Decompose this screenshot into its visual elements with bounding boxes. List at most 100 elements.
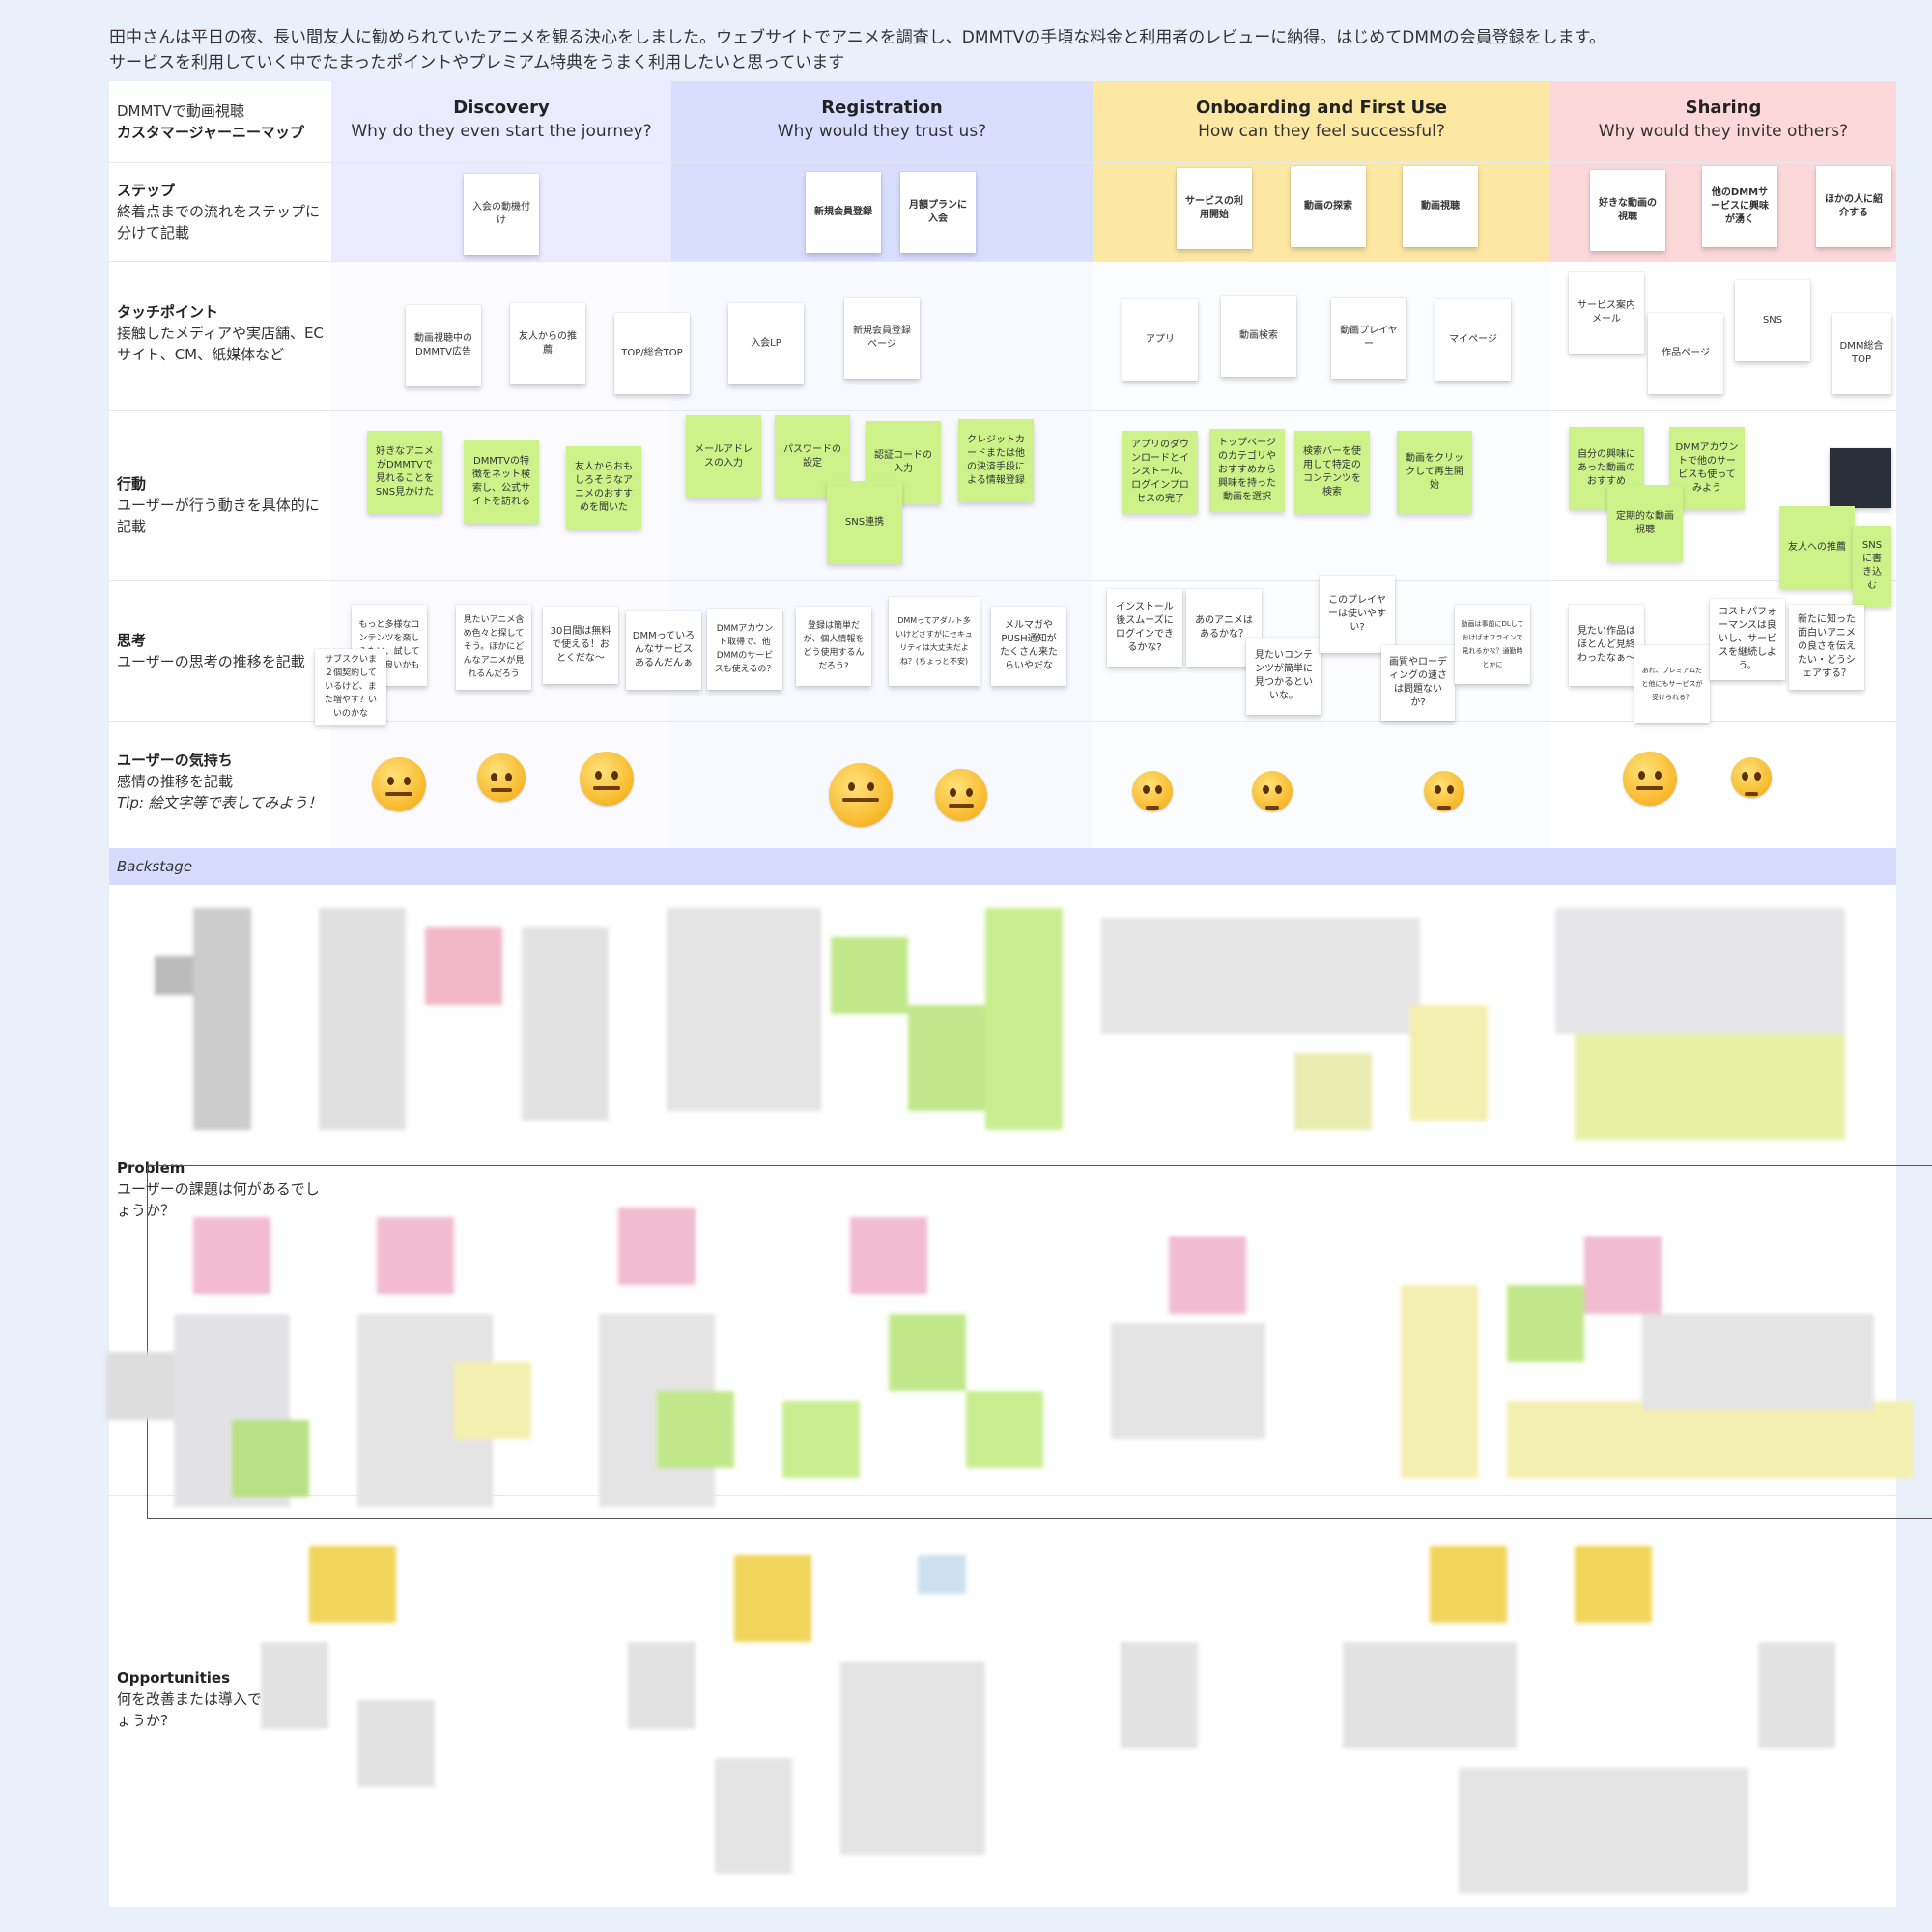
thought-note[interactable]: インストール後スムーズにログインできるかな?	[1107, 589, 1182, 667]
touchpoint-note[interactable]: 作品ページ	[1648, 313, 1723, 394]
touchpoint-note[interactable]: TOP/総合TOP	[614, 313, 690, 394]
thought-note[interactable]: 画質やローディングの速さは問題ないか?	[1381, 645, 1455, 721]
thought-note[interactable]: 見たいコンテンツが簡単に見つかるといいな。	[1246, 638, 1321, 715]
touchpoint-note[interactable]: 新規会員登録ページ	[844, 298, 920, 379]
row-label-touchpoint: タッチポイント 接触したメディアや実店舗、ECサイト、CM、紙媒体など	[117, 303, 324, 363]
phase-subtitle: How can they feel successful?	[1198, 122, 1445, 141]
row-separator	[109, 410, 1896, 411]
action-note[interactable]: 友人からおもしろそうなアニメのおすすめを聞いた	[566, 446, 641, 529]
touchpoint-note[interactable]: 入会LP	[728, 303, 804, 384]
row-separator	[109, 162, 1896, 163]
touchpoint-note[interactable]: SNS	[1735, 280, 1810, 361]
thought-note[interactable]: 見たい作品はほとんど見終わったなぁ〜	[1569, 605, 1644, 686]
thought-note[interactable]: 見たいアニメ含め色々と探してそう。ほかにどんなアニメが見れるんだろう	[456, 605, 531, 690]
band-registration	[671, 81, 1093, 261]
row-separator	[109, 721, 1896, 722]
row-label-feeling: ユーザーの気持ち 感情の推移を記載 Tip: 絵文字等で表してみよう！	[117, 752, 323, 811]
thought-note[interactable]: DMMアカウント取得で、他DMMのサービスも使えるの？	[707, 609, 782, 690]
problem-frame	[147, 1165, 1932, 1519]
phase-subtitle: Why would they trust us?	[777, 122, 987, 141]
feeling-emoji-monocle	[372, 757, 426, 811]
action-note[interactable]: クレジットカードまたは他の決済手段による情報登録	[958, 419, 1034, 502]
row-separator	[109, 580, 1896, 581]
action-note[interactable]: 友人への推薦	[1779, 506, 1855, 589]
step-note[interactable]: 月額プランに入会	[900, 172, 976, 253]
action-note[interactable]: SNSに書き込む	[1853, 526, 1891, 607]
action-note[interactable]: 定期的な動画視聴	[1607, 485, 1683, 562]
intro-line-2: サービスを利用していく中でたまったポイントやプレミアム特典をうまく利用したいと思…	[109, 53, 845, 72]
feeling-emoji-monocle	[1731, 757, 1772, 798]
touchpoint-note[interactable]: サービス案内メール	[1569, 272, 1644, 354]
thought-note[interactable]: DMMってアダルト多いけどさすがにセキュリティは大丈夫だよね？(ちょっと不安)	[889, 597, 980, 686]
touchpoint-note[interactable]: 動画検索	[1221, 296, 1296, 377]
thought-note[interactable]: 30日間は無料で使える！おとくだな〜	[543, 607, 618, 684]
thought-note[interactable]: サブスクいま２個契約しているけど、また増やす？いいのかな	[315, 649, 386, 724]
touchpoint-note[interactable]: アプリ	[1122, 299, 1198, 381]
phase-onboarding: Onboarding and First Use How can they fe…	[1093, 81, 1550, 261]
row-label-problem: Problem ユーザーの課題は何があるでしょうか？	[117, 1159, 320, 1219]
feeling-emoji-neutral	[1132, 771, 1173, 811]
step-note[interactable]: 新規会員登録	[806, 172, 881, 253]
step-note[interactable]: サービスの利用開始	[1177, 168, 1252, 249]
phase-sharing: Sharing Why would they invite others?	[1550, 81, 1896, 261]
map-title: DMMTVで動画視聴 カスタマージャーニーマップ	[117, 100, 325, 143]
feeling-emoji-halo	[935, 769, 987, 821]
map-title-line-2: カスタマージャーニーマップ	[117, 124, 304, 141]
thought-note[interactable]: このプレイヤーは使いやすい?	[1320, 576, 1395, 653]
action-note[interactable]: メールアドレスの入力	[686, 415, 761, 498]
thought-note[interactable]: あのアニメはあるかな？	[1186, 589, 1262, 667]
action-note[interactable]: 好きなアニメがDMMTVで見れることをSNS見かけた	[367, 431, 442, 514]
thought-note[interactable]: メルマガやPUSH通知がたくさん来たらいやだな	[991, 607, 1066, 686]
action-note[interactable]: SNS連携	[827, 481, 902, 564]
map-title-line-1: DMMTVで動画視聴	[117, 102, 244, 120]
touchpoint-note[interactable]: 動画視聴中のDMMTV広告	[406, 305, 481, 386]
action-note[interactable]: アプリのダウンロードとインストール、ログインプロセスの完了	[1122, 431, 1198, 514]
phase-title: Sharing	[1685, 98, 1762, 118]
screenshot-thumbnail	[1830, 448, 1891, 508]
phase-title: Registration	[821, 98, 943, 118]
row-label-thought: 思考 ユーザーの思考の推移を記載	[117, 632, 305, 670]
phase-discovery: Discovery Why do they even start the jou…	[331, 81, 671, 261]
thought-note[interactable]: 登録は簡単だが、個人情報をどう使用するんだろう?	[796, 607, 871, 686]
feeling-emoji-raised-eyebrow	[829, 763, 893, 827]
feeling-emoji-exploding-head	[580, 752, 634, 806]
intro-line-1: 田中さんは平日の夜、長い間友人に勧められていたアニメを観る決心をしました。ウェブ…	[109, 28, 1605, 47]
thought-note[interactable]: 動画は事前にDLしておけばオフラインで見れるかな？通勤時とかに	[1455, 605, 1530, 684]
feeling-emoji-monocle	[1424, 771, 1464, 811]
touchpoint-note[interactable]: 友人からの推薦	[510, 303, 585, 384]
intro-text: 田中さんは平日の夜、長い間友人に勧められていたアニメを観る決心をしました。ウェブ…	[109, 25, 1887, 75]
feeling-emoji-worried	[477, 753, 526, 802]
action-note[interactable]: 動画をクリックして再生開始	[1397, 431, 1472, 514]
obscured-notes-opportunities	[251, 1536, 1893, 1903]
backstage-bar: Backstage	[109, 848, 1896, 885]
step-note[interactable]: 好きな動画の視聴	[1590, 170, 1665, 251]
backstage-label: Backstage	[117, 858, 193, 875]
touchpoint-note[interactable]: DMM総合TOP	[1832, 313, 1891, 394]
obscured-notes-problem	[106, 1208, 1913, 1517]
thought-note[interactable]: コストパフォーマンスは良いし、サービスを継続しよう。	[1710, 599, 1785, 680]
feeling-emoji-smile	[1623, 752, 1677, 806]
phase-subtitle: Why would they invite others?	[1598, 122, 1849, 141]
action-note[interactable]: 検索バーを使用して特定のコンテンツを検索	[1294, 431, 1370, 514]
step-note[interactable]: 動画の探索	[1291, 166, 1366, 247]
row-label-step: ステップ 終着点までの流れをステップに分けて記載	[117, 182, 321, 242]
row-label-action: 行動 ユーザーが行う動きを具体的に記載	[117, 475, 320, 535]
touchpoint-note[interactable]: 動画プレイヤー	[1331, 298, 1406, 379]
phase-subtitle: Why do they even start the journey?	[351, 122, 652, 141]
step-note[interactable]: 他のDMMサービスに興味が湧く	[1702, 166, 1777, 247]
phase-title: Discovery	[453, 98, 550, 118]
phase-registration: Registration Why would they trust us?	[671, 81, 1093, 261]
step-note[interactable]: 動画視聴	[1403, 166, 1478, 247]
step-note[interactable]: ほかの人に紹介する	[1816, 166, 1891, 247]
feeling-emoji-smiling	[1252, 771, 1293, 811]
thought-note[interactable]: 新たに知った面白いアニメの良さを伝えたい・どうシェアする？	[1789, 605, 1864, 690]
action-note[interactable]: トップページのカテゴリやおすすめから興味を持った動画を選択	[1209, 429, 1285, 512]
phase-title: Onboarding and First Use	[1196, 98, 1447, 118]
action-note[interactable]: DMMTVの特徴をネット検索し、公式サイトを訪れる	[464, 440, 539, 524]
thought-note[interactable]: DMMっていろんなサービスあるんだんぁ	[626, 611, 701, 690]
row-separator	[109, 1495, 1896, 1496]
step-note[interactable]: 入会の動機付け	[464, 174, 539, 255]
thought-note[interactable]: あれ、プレミアムだと他にもサービスが受けられる？	[1634, 645, 1710, 723]
row-separator	[109, 261, 1896, 262]
touchpoint-note[interactable]: マイページ	[1435, 299, 1511, 381]
